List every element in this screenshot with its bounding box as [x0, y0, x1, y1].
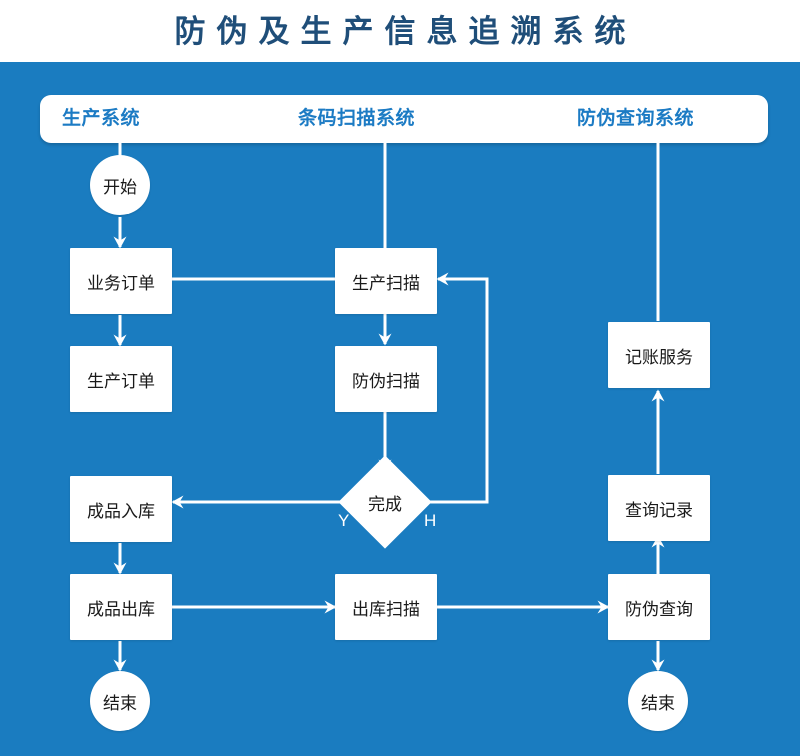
- node-anticounterfeit-scan[interactable]: 防伪扫描: [335, 346, 437, 412]
- node-label: 防伪扫描: [352, 371, 420, 391]
- node-label: 防伪查询: [625, 599, 693, 619]
- node-ledger-service[interactable]: 记账服务: [608, 322, 710, 388]
- lane-label-anti-counterfeit-query-system: 防伪查询系统: [577, 108, 695, 129]
- node-label: 结束: [641, 693, 675, 713]
- node-complete[interactable]: 完成: [338, 455, 432, 549]
- node-production-order[interactable]: 生产订单: [70, 346, 172, 412]
- node-label: 记账服务: [625, 347, 693, 367]
- lane-header-bar: 生产系统 条码扫描系统 防伪查询系统: [40, 95, 768, 143]
- flowchart-canvas: 开始 业务订单 生产订单 成品入库 成品出库 结束 生产扫描 防: [0, 62, 800, 756]
- edge-complete-no-to-production-scan: [418, 272, 489, 504]
- node-production-scan[interactable]: 生产扫描: [335, 248, 437, 314]
- node-query-record[interactable]: 查询记录: [608, 475, 710, 541]
- node-finished-in[interactable]: 成品入库: [70, 476, 172, 542]
- lane-label-barcode-scan-system: 条码扫描系统: [298, 108, 416, 129]
- node-label: 成品入库: [87, 501, 155, 521]
- node-business-order[interactable]: 业务订单: [70, 248, 172, 314]
- node-label: 出库扫描: [352, 599, 420, 619]
- node-label: 开始: [103, 177, 137, 197]
- branch-label-yes: Y: [338, 511, 350, 530]
- connector-layer: [113, 143, 665, 672]
- node-label: 生产扫描: [352, 273, 420, 293]
- node-label: 成品出库: [87, 599, 155, 619]
- node-label: 业务订单: [87, 273, 155, 293]
- lane-label-production-system: 生产系统: [62, 108, 141, 129]
- node-label: 结束: [103, 693, 137, 713]
- node-anticounterfeit-query[interactable]: 防伪查询: [608, 574, 710, 640]
- node-finished-out[interactable]: 成品出库: [70, 574, 172, 640]
- node-label: 生产订单: [87, 371, 155, 391]
- node-outbound-scan[interactable]: 出库扫描: [335, 574, 437, 640]
- node-end-right[interactable]: 结束: [628, 671, 688, 731]
- node-start-left[interactable]: 开始: [90, 155, 150, 215]
- node-label: 完成: [368, 494, 402, 514]
- node-label: 查询记录: [625, 500, 693, 520]
- diagram-panel: 生产系统 条码扫描系统 防伪查询系统: [0, 62, 800, 756]
- node-end-left[interactable]: 结束: [90, 671, 150, 731]
- page-title: 防伪及生产信息追溯系统: [174, 14, 637, 49]
- branch-label-no: H: [424, 511, 437, 530]
